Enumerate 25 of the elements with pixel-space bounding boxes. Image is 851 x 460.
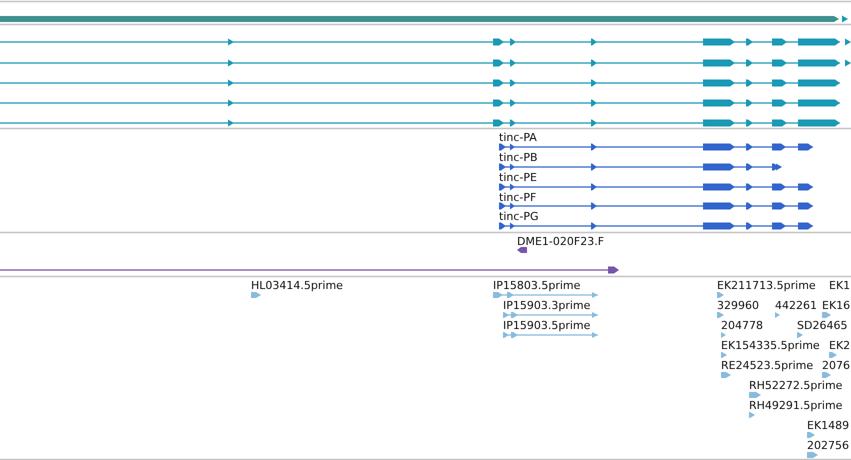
feature-label: EK1489: [807, 419, 850, 432]
transcript-label: tinc-PE: [499, 171, 537, 184]
transcript-label: tinc-PF: [499, 191, 536, 204]
transcript-label: tinc-PA: [499, 131, 537, 144]
transcript-label: tinc-PB: [499, 151, 538, 164]
feature-label: EK1: [829, 279, 850, 292]
feature-label: IP15903.3prime: [503, 299, 590, 312]
feature-label: EK16: [822, 299, 850, 312]
feature-label: DME1-020F23.F: [517, 235, 604, 248]
feature-label: EK154335.5prime: [721, 339, 820, 352]
feature-label: SD26465: [797, 319, 848, 332]
feature-label: RE24523.5prime: [721, 359, 814, 372]
feature-label: 2076: [822, 359, 850, 372]
feature-label: 202756: [807, 439, 849, 452]
feature-label: HL03414.5prime: [251, 279, 343, 292]
feature-label: 204778: [721, 319, 763, 332]
feature-label: 329960: [717, 299, 759, 312]
feature-label: EK211713.5prime: [717, 279, 816, 292]
feature-label: RH49291.5prime: [749, 399, 842, 412]
feature-label: EK2: [829, 339, 850, 352]
feature-label: IP15903.5prime: [503, 319, 590, 332]
feature-label: IP15803.5prime: [493, 279, 580, 292]
feature-label: 442261: [775, 299, 817, 312]
transcript-label: tinc-PG: [499, 210, 539, 223]
feature-label: RH52272.5prime: [749, 379, 842, 392]
